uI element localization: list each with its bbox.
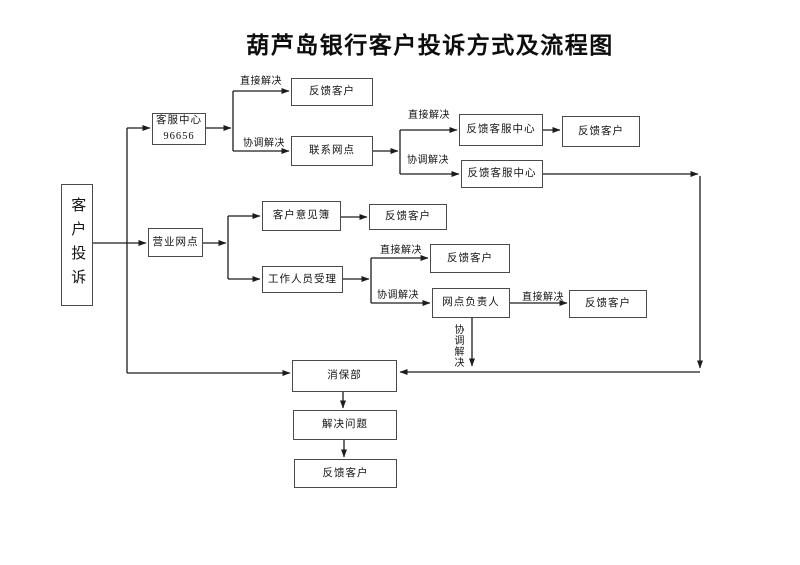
edge-label-direct-solve-4: 直接解决 <box>522 292 564 303</box>
arrow-connector-group <box>93 88 703 458</box>
flow-node-feedback-customer-5: 反馈客户 <box>569 290 647 318</box>
flow-node-label: 反馈客户 <box>578 125 624 137</box>
flow-node-feedback-service-center-direct: 反馈客服中心 <box>459 114 543 146</box>
flow-node-label: 反馈客户 <box>322 467 369 479</box>
flow-node-feedback-customer-6: 反馈客户 <box>294 459 397 488</box>
edge-label-coordinate-solve-2: 协调解决 <box>407 155 449 166</box>
flow-node-customer-opinion-book: 客户意见簿 <box>262 201 341 231</box>
flow-node-feedback-customer-3: 反馈客户 <box>369 204 447 230</box>
flow-node-label: 营业网点 <box>152 236 199 248</box>
flow-node-staff-acceptance: 工作人员受理 <box>262 266 343 293</box>
flow-node-consumer-protection-dept: 消保部 <box>292 360 397 392</box>
flow-node-label: 反馈客户 <box>447 252 493 264</box>
edge-label-direct-solve-2: 直接解决 <box>408 110 450 121</box>
flow-node-customer-complaint: 客户投诉 <box>61 184 93 306</box>
flow-node-label: 客户投诉 <box>69 197 86 293</box>
flow-node-feedback-customer-4: 反馈客户 <box>430 244 510 273</box>
flow-node-solve-problem: 解决问题 <box>293 410 397 440</box>
flow-node-label: 工作人员受理 <box>268 273 337 285</box>
flow-node-feedback-customer-2: 反馈客户 <box>562 116 640 147</box>
flow-node-label: 反馈客户 <box>585 298 631 310</box>
flow-node-feedback-service-center-coord: 反馈客服中心 <box>461 160 543 188</box>
flow-node-label: 联系网点 <box>309 145 355 157</box>
edge-label-coordinate-solve-1: 协调解决 <box>243 138 285 149</box>
edge-label-direct-solve-3: 直接解决 <box>380 245 422 256</box>
edge-label-coordinate-solve-3: 协调解决 <box>377 290 419 301</box>
flow-node-feedback-customer-1: 反馈客户 <box>291 78 373 106</box>
edge-label-coordinate-solve-4: 协调解决 <box>452 324 463 368</box>
edge-label-direct-solve-1: 直接解决 <box>240 76 282 87</box>
flow-node-business-branch: 营业网点 <box>148 228 203 257</box>
flow-node-label: 反馈客户 <box>309 86 355 98</box>
flow-node-label: 解决问题 <box>322 419 368 431</box>
flow-node-label: 客户意见簿 <box>272 210 331 222</box>
flow-node-label: 网点负责人 <box>442 297 500 309</box>
flow-node-label: 反馈客服中心 <box>466 124 536 136</box>
flow-node-label: 消保部 <box>327 370 362 382</box>
flow-node-label: 反馈客服中心 <box>467 168 537 180</box>
flow-node-contact-branch: 联系网点 <box>291 136 373 166</box>
flow-node-branch-manager: 网点负责人 <box>432 288 510 318</box>
flow-node-label: 反馈客户 <box>385 211 431 223</box>
page-title: 葫芦岛银行客户投诉方式及流程图 <box>246 33 614 58</box>
